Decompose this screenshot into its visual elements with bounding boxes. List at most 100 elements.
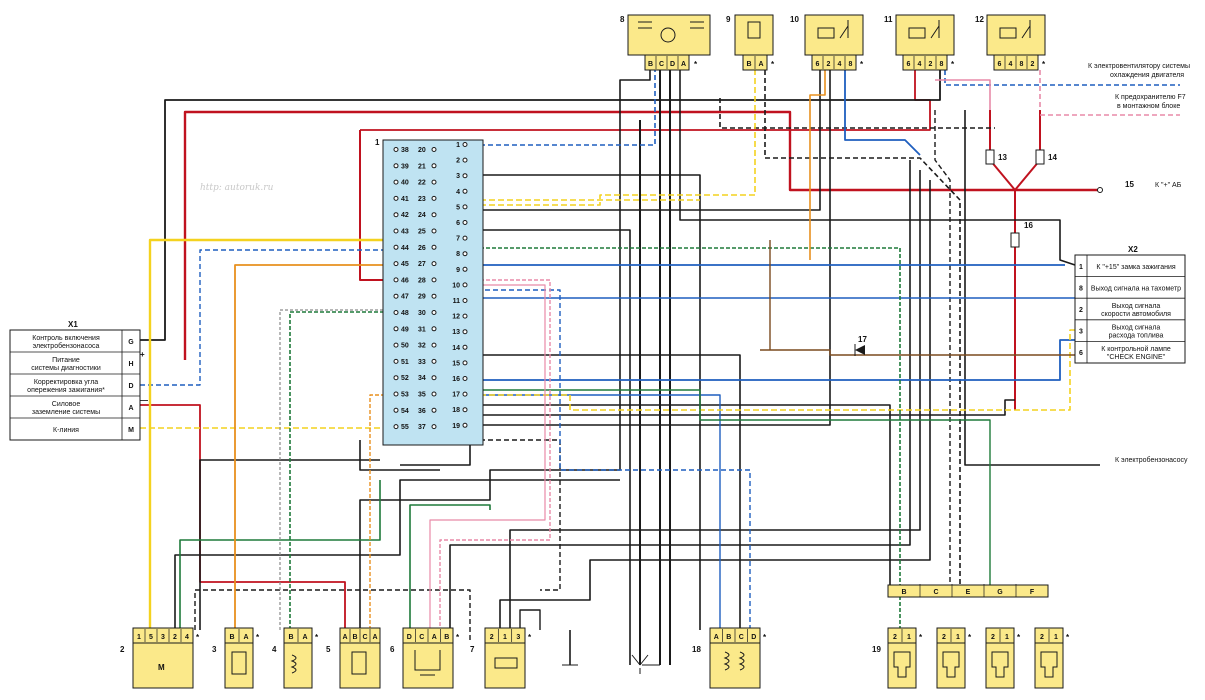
ground-symbol xyxy=(562,654,660,674)
component-number-18: 18 xyxy=(692,645,701,654)
x2-row-text: скорости автомобиля xyxy=(1101,310,1171,318)
connector-pin-label: C xyxy=(739,634,744,641)
asterisk-8: * xyxy=(694,60,698,69)
ecu-pin-dot xyxy=(393,375,399,381)
connector-pin-label: 4 xyxy=(918,61,922,68)
asterisk-2: * xyxy=(196,633,200,642)
ecu-pin-label: 33 xyxy=(418,359,426,366)
ecu-pin-label: 52 xyxy=(401,375,409,382)
ecu-pin-dot xyxy=(393,244,399,250)
ecu-pin-label: 40 xyxy=(401,180,409,187)
connector-pin-label: B xyxy=(288,634,293,641)
ecu-pin-labels: 3839404142434445464748495051525354552021… xyxy=(393,142,468,431)
ecu-pin-label: 17 xyxy=(452,392,460,399)
x1-row-text: Питание xyxy=(52,357,80,364)
connector-pin-label: 2 xyxy=(827,61,831,68)
ecu-pin-label: 15 xyxy=(452,360,460,367)
x1-row-text: Силовое xyxy=(52,401,81,408)
connector-pin-label: E xyxy=(966,589,971,596)
ecu-pin-label: 49 xyxy=(401,326,409,333)
ecu-pin-dot xyxy=(431,147,437,152)
ecu-pin-label: 29 xyxy=(418,294,426,301)
connector-pin-label: B xyxy=(901,589,906,596)
connector-pin-label: 2 xyxy=(942,634,946,641)
ecu-pin-label: 8 xyxy=(456,251,460,258)
ecu-pin-label: 11 xyxy=(453,298,461,305)
ecu-pin-dot xyxy=(431,342,437,348)
x1-row-pin: H xyxy=(128,361,133,368)
connector-pin-label: C xyxy=(659,61,664,68)
connector-pin-label: D xyxy=(407,634,412,641)
connector-pin-label: 1 xyxy=(1005,634,1009,641)
ecu-pin-label: 41 xyxy=(401,196,409,203)
ecu-pin-label: 42 xyxy=(401,212,409,219)
ecu-pin-dot xyxy=(431,326,437,332)
plus-mark: + xyxy=(140,350,145,359)
component-number-19: 19 xyxy=(872,645,881,654)
ecu-pin-dot xyxy=(431,244,437,250)
connector-pin-label: 2 xyxy=(490,634,494,641)
connector-pin-label: C xyxy=(362,634,367,641)
connector-pin-label: A xyxy=(342,634,347,641)
x2-row-pin: 8 xyxy=(1079,285,1083,292)
ecu-pin-label: 21 xyxy=(418,163,426,170)
connector-pin-label: 6 xyxy=(998,61,1002,68)
ecu-pin-label: 34 xyxy=(418,375,426,382)
ecu-pin-label: 24 xyxy=(418,212,426,219)
component-number-8: 8 xyxy=(620,15,625,24)
x2-row-pin: 1 xyxy=(1079,264,1083,271)
ecu-pin-dot xyxy=(431,228,437,234)
connector-pin-label: A xyxy=(302,634,307,641)
ecu-pin-dot xyxy=(393,147,399,152)
connector-pin-label: A xyxy=(243,634,248,641)
x2-row-pin: 6 xyxy=(1079,350,1083,357)
asterisk-6: * xyxy=(456,633,460,642)
connector-pin-label: 2 xyxy=(929,61,933,68)
component-number-10: 10 xyxy=(790,15,799,24)
ecu-pin-dot xyxy=(431,195,437,201)
connector-pin-label: A xyxy=(372,634,377,641)
ecu-pin-label: 27 xyxy=(418,261,426,268)
connector-pin-label: D xyxy=(751,634,756,641)
connector-pin-label: D xyxy=(670,61,675,68)
ecu-pin-label: 19 xyxy=(452,423,460,430)
component-number-17: 17 xyxy=(858,335,867,344)
x1-row-text: электробензонасоса xyxy=(33,342,100,350)
x1-row-text: опережения зажигания* xyxy=(27,387,105,394)
ecu-pin-dot xyxy=(393,358,399,364)
x1-row-text: заземление системы xyxy=(32,409,100,416)
fuse-16: 16 xyxy=(1010,221,1033,248)
connector-pin-label: 1 xyxy=(503,634,507,641)
x2-row-text: К контрольной лампе xyxy=(1101,345,1171,353)
x1-row-text: Контроль включения xyxy=(32,335,100,342)
ecu-pin-label: 1 xyxy=(456,142,460,149)
connector-pin-label: A xyxy=(681,61,686,68)
x2-row-text: "CHECK ENGINE" xyxy=(1107,354,1166,361)
asterisk-7: * xyxy=(528,633,532,642)
ecu-pin-dot xyxy=(393,391,399,397)
ecu-pin-dot xyxy=(431,375,437,381)
ecu-pin-label: 13 xyxy=(452,329,460,336)
ecu-pin-dot xyxy=(462,173,468,179)
ecu-pin-dot xyxy=(462,251,468,257)
ecu-pin-label: 51 xyxy=(401,359,409,366)
x1-row-pin: G xyxy=(128,339,134,346)
